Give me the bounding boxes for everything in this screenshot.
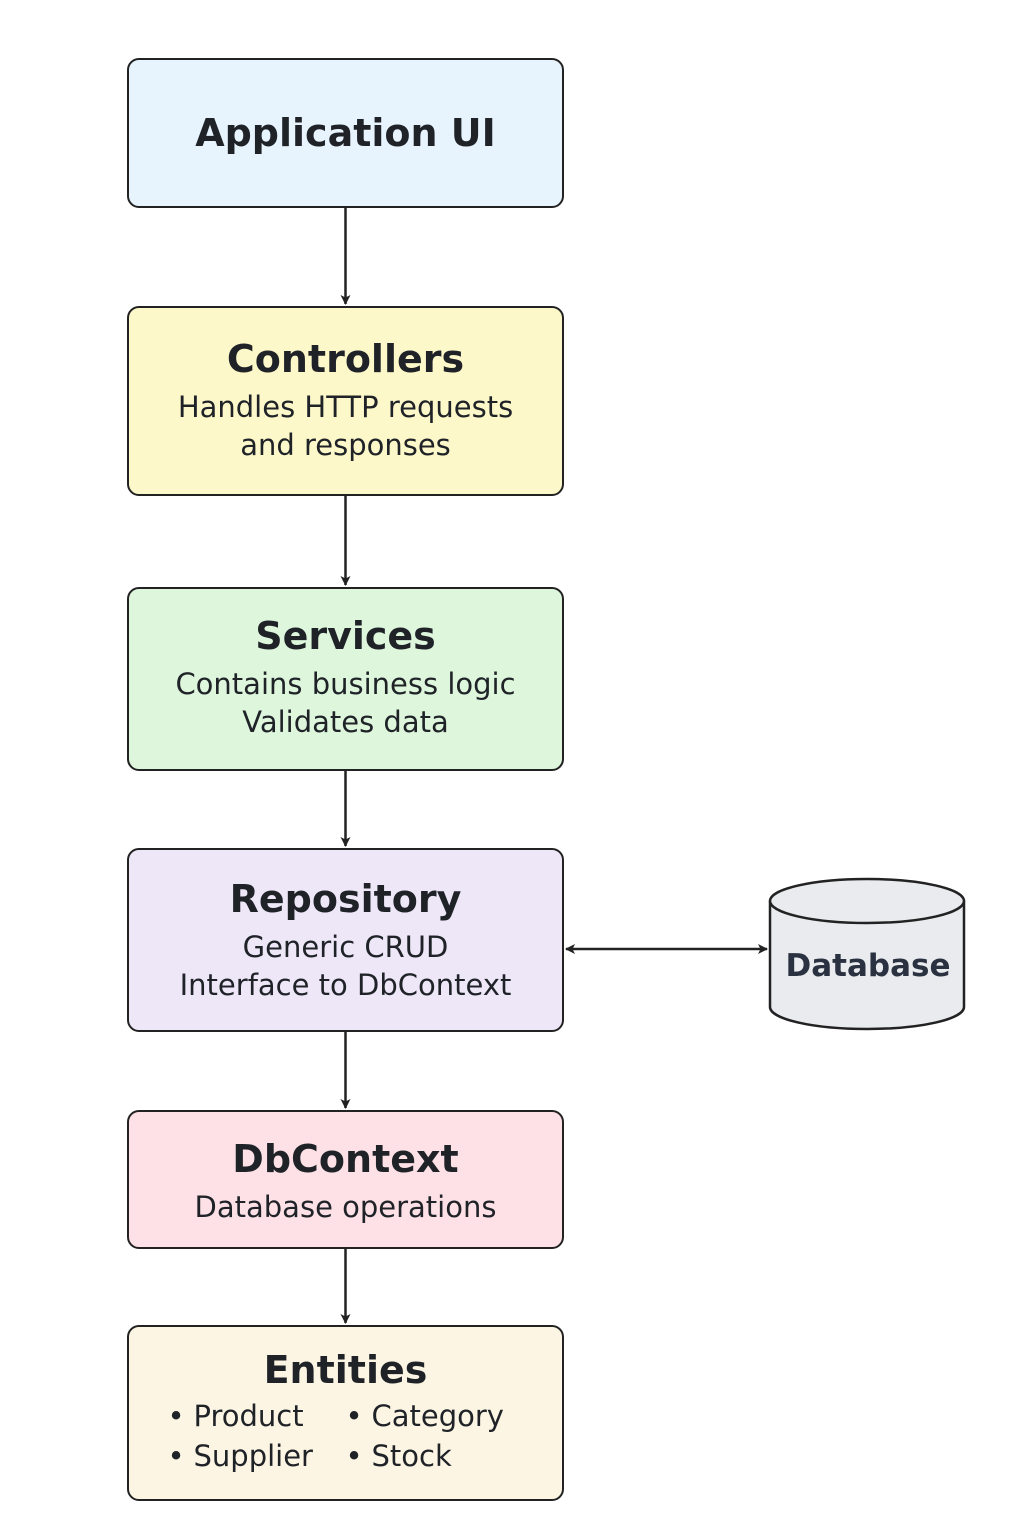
entities-title: Entities	[263, 1348, 428, 1392]
services-box: Services Contains business logic Validat…	[127, 587, 564, 771]
dbcontext-title: DbContext	[232, 1137, 459, 1181]
controllers-box: Controllers Handles HTTP requests and re…	[127, 306, 564, 496]
repository-title: Repository	[229, 877, 462, 921]
controllers-desc-line: and responses	[240, 428, 451, 462]
services-desc-line: Contains business logic	[175, 667, 516, 701]
controllers-desc-line: Handles HTTP requests	[177, 390, 514, 424]
dbcontext-desc-line: Database operations	[194, 1190, 497, 1224]
services-title: Services	[255, 614, 436, 658]
application-ui-box: Application UI	[127, 58, 564, 208]
repository-desc-line: Generic CRUD	[242, 930, 449, 964]
entity-item: Supplier	[168, 1437, 346, 1475]
controllers-title: Controllers	[226, 337, 465, 381]
application-ui-title: Application UI	[195, 111, 496, 155]
services-desc-line: Validates data	[242, 705, 449, 739]
entity-item: Product	[168, 1397, 346, 1435]
entity-item: Category	[346, 1397, 524, 1435]
database-label: Database	[785, 948, 951, 984]
repository-desc-line: Interface to DbContext	[179, 968, 512, 1002]
entities-box: Entities Product Category Supplier Stock	[127, 1325, 564, 1501]
entity-item: Stock	[346, 1437, 524, 1475]
database-cylinder	[768, 877, 966, 1031]
repository-box: Repository Generic CRUD Interface to DbC…	[127, 848, 564, 1032]
dbcontext-box: DbContext Database operations	[127, 1110, 564, 1249]
entities-list: Product Category Supplier Stock	[129, 1397, 562, 1475]
